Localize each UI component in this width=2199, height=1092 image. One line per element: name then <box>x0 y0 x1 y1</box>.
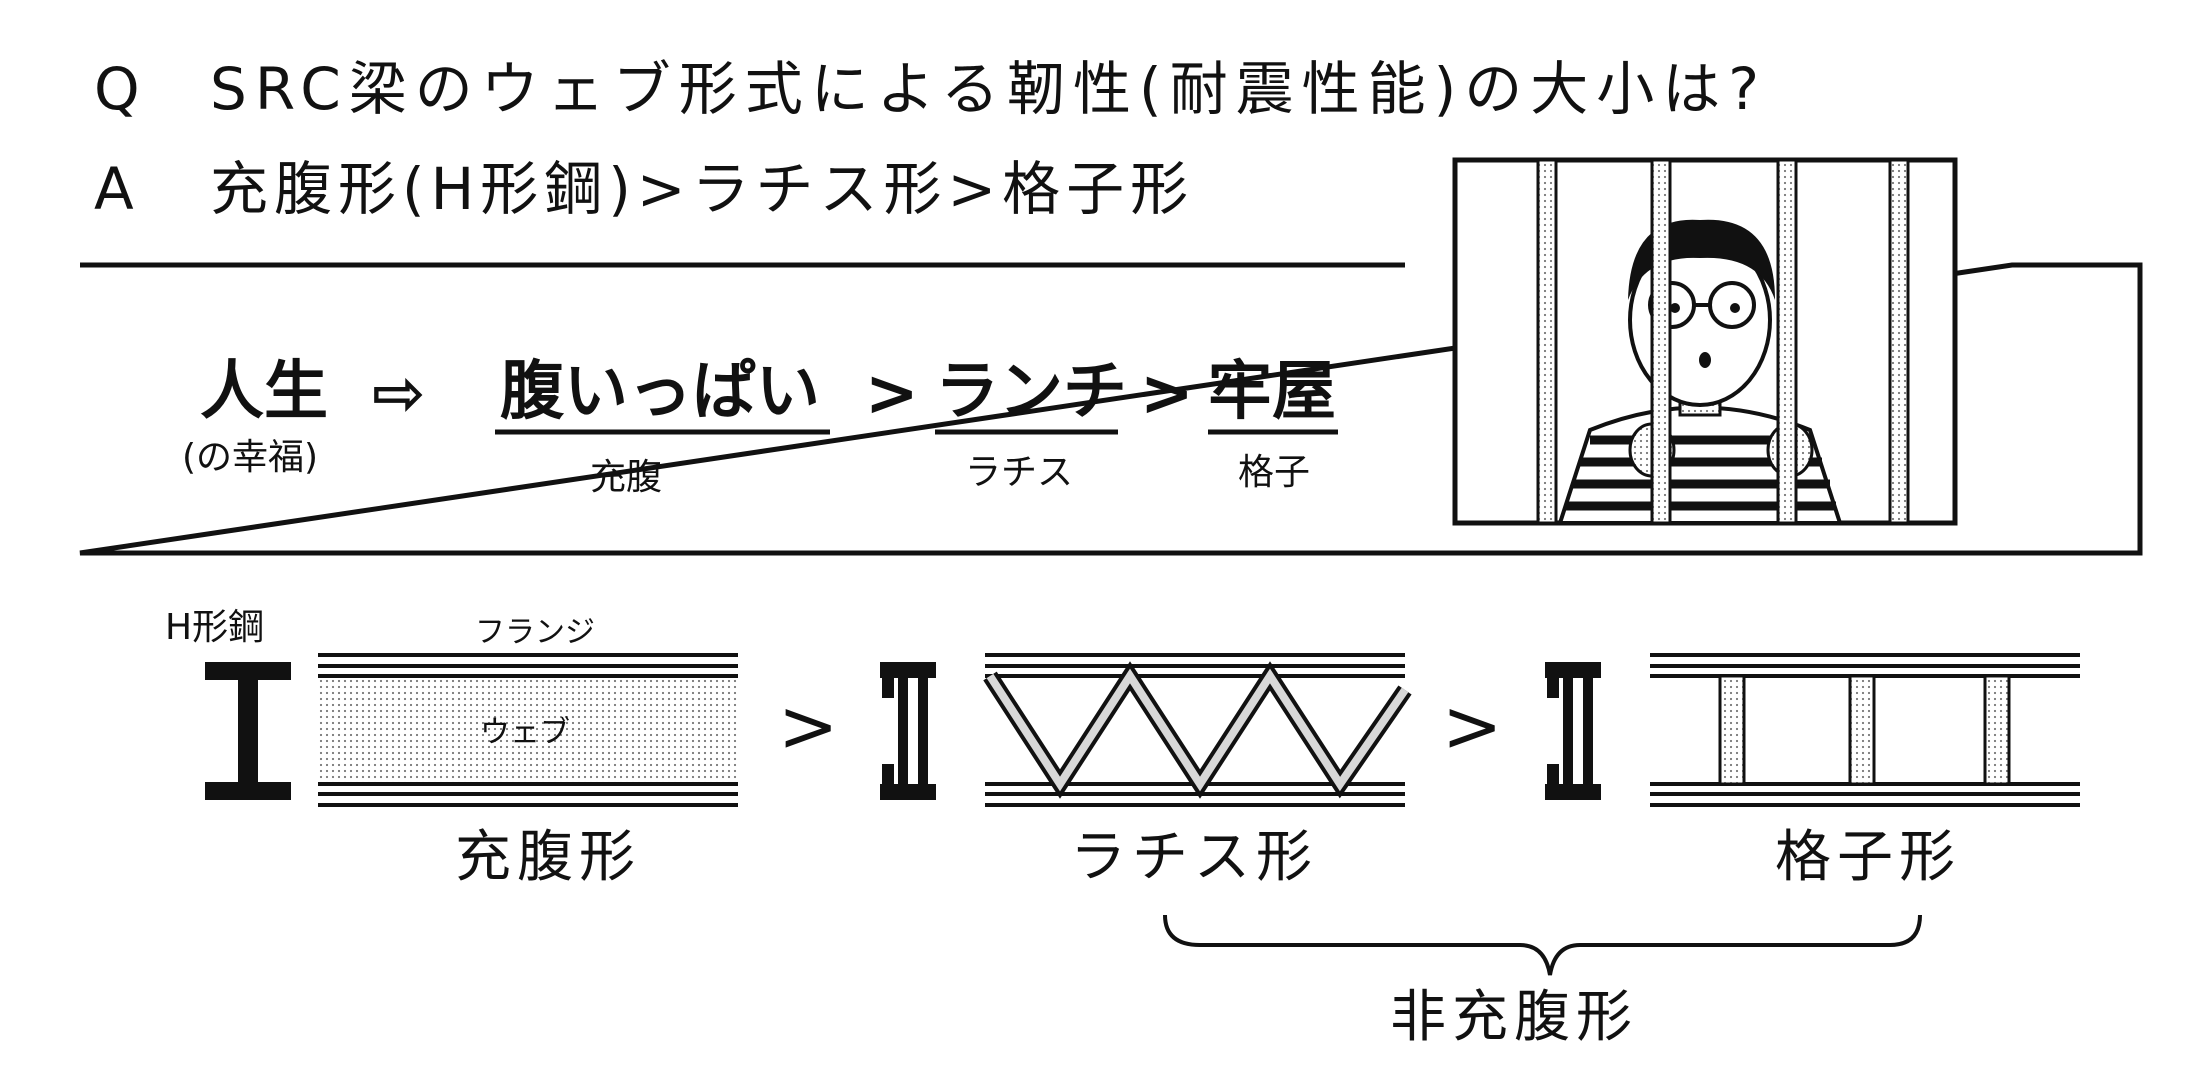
h-steel-label: H形鋼 <box>165 607 265 648</box>
h-steel-section <box>205 662 291 800</box>
mnemonic-word-1: 腹いっぱい <box>500 355 820 429</box>
prisoner-illustration <box>1452 157 1958 526</box>
gt-sign-4: > <box>1442 684 1503 768</box>
question-marker: Q <box>94 55 140 123</box>
answer-marker: A <box>94 155 134 223</box>
type-label-solid: 充腹形 <box>455 825 641 890</box>
mnemonic-frame <box>79 262 2143 556</box>
web-label: ウェブ <box>480 715 570 750</box>
gt-sign-2: > <box>1140 357 1194 431</box>
lattice-section <box>880 662 936 800</box>
mnemonic-meaning-3: 格子 <box>1238 452 1311 493</box>
solid-web-beam <box>318 653 738 807</box>
mnemonic-subject: 人生 <box>200 355 328 429</box>
arrow-icon: ⇨ <box>372 357 426 431</box>
mnemonic-meaning-2: ラチス <box>965 452 1074 493</box>
question-text: SRC梁のウェブ形式による靭性(耐震性能)の大小は? <box>210 55 1768 123</box>
mnemonic-word-2: ランチ <box>935 355 1127 429</box>
group-label: 非充腹形 <box>1390 985 1638 1050</box>
mnemonic-subject-note: (の幸福) <box>182 437 319 478</box>
lattice-beam <box>983 653 1412 807</box>
grid-beam <box>1650 653 2080 807</box>
type-label-lattice: ラチス形 <box>1070 825 1318 890</box>
grid-section <box>1545 662 1601 800</box>
type-label-grid: 格子形 <box>1775 825 1961 890</box>
group-brace <box>1163 914 1922 976</box>
gt-sign-3: > <box>778 684 839 768</box>
flange-label: フランジ <box>475 615 595 650</box>
answer-text: 充腹形(H形鋼)>ラチス形>格子形 <box>210 155 1195 223</box>
mnemonic-meaning-1: 充腹 <box>590 457 663 498</box>
gt-sign-1: > <box>865 357 919 431</box>
mnemonic-word-3: 牢屋 <box>1208 355 1336 429</box>
